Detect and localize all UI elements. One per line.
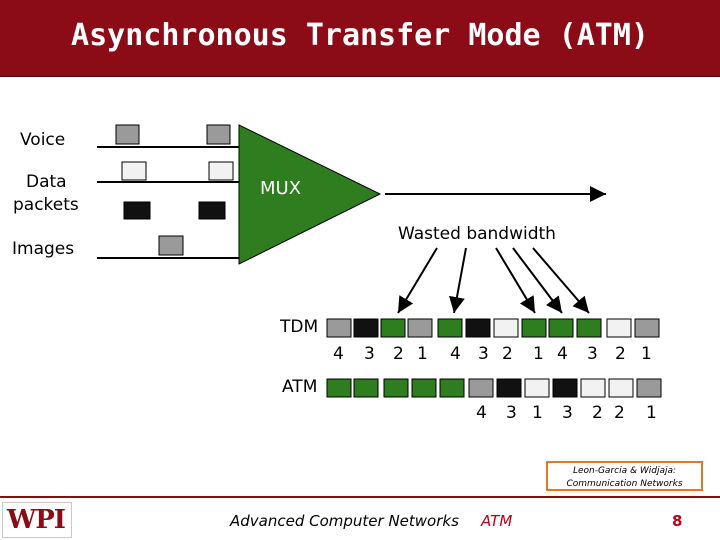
- tdm-cell-data: [606, 318, 632, 338]
- tdm-number: 4: [333, 344, 344, 364]
- atm-number: 1: [646, 403, 657, 423]
- wpi-logo: WPI: [2, 502, 72, 538]
- wasted-bandwidth-label: Wasted bandwidth: [398, 224, 556, 244]
- atm-cell-image: [496, 378, 522, 398]
- mux-label: MUX: [260, 178, 302, 199]
- tdm-number: 1: [641, 344, 652, 364]
- tdm-cell-empty: [521, 318, 547, 338]
- footer-course: Advanced Computer Networks: [230, 512, 459, 530]
- footer-divider: [0, 496, 720, 498]
- atm-label: ATM: [282, 377, 318, 397]
- atm-cell-empty: [326, 378, 352, 398]
- mux-triangle: [238, 124, 382, 265]
- wasted-arrow: [495, 247, 536, 314]
- tdm-number: 1: [533, 344, 544, 364]
- atm-cells: [326, 378, 662, 398]
- slide-title: Asynchronous Transfer Mode (ATM): [71, 18, 649, 53]
- citation-line2: Communication Networks: [566, 479, 683, 489]
- wpi-logo-text: WPI: [7, 505, 66, 535]
- wasted-arrow: [532, 247, 590, 314]
- page-number: 8: [672, 512, 683, 530]
- atm-cell-voice: [636, 378, 662, 398]
- data-cell-light: [208, 161, 234, 181]
- wasted-arrow: [397, 247, 438, 314]
- atm-cell-empty: [411, 378, 437, 398]
- image-cell: [158, 235, 184, 256]
- atm-number: 4: [476, 403, 487, 423]
- atm-number: 2: [614, 403, 625, 423]
- data-label-line1: Data: [26, 172, 67, 192]
- data-cell-dark: [123, 201, 151, 220]
- atm-cell-data: [524, 378, 550, 398]
- tdm-number: 2: [615, 344, 626, 364]
- tdm-cell-voice: [634, 318, 660, 338]
- atm-number: 3: [506, 403, 517, 423]
- tdm-cell-data: [493, 318, 519, 338]
- footer-topic: ATM: [481, 512, 513, 530]
- tdm-number: 3: [478, 344, 489, 364]
- atm-cell-empty: [439, 378, 465, 398]
- data-label-line2: packets: [13, 195, 79, 215]
- title-bar: [0, 0, 720, 77]
- wasted-arrow: [512, 247, 563, 314]
- voice-label: Voice: [20, 130, 66, 150]
- atm-cell-data: [608, 378, 634, 398]
- citation-line1: Leon-Garcia & Widjaja:: [572, 466, 677, 476]
- tdm-cell-empty: [437, 318, 463, 338]
- tdm-cell-voice: [326, 318, 352, 338]
- tdm-label: TDM: [280, 317, 319, 337]
- citation-box: Leon-Garcia & Widjaja: Communication Net…: [546, 461, 703, 491]
- data-cell-dark: [198, 201, 226, 220]
- tdm-number: 1: [417, 344, 428, 364]
- atm-cell-image: [552, 378, 578, 398]
- atm-number: 2: [592, 403, 603, 423]
- tdm-number: 2: [502, 344, 513, 364]
- tdm-cell-voice: [407, 318, 433, 338]
- data-cell-light: [121, 161, 147, 181]
- atm-cell-empty: [383, 378, 409, 398]
- voice-cell: [115, 124, 140, 145]
- tdm-cell-image: [465, 318, 491, 338]
- tdm-number: 4: [450, 344, 461, 364]
- images-label: Images: [12, 239, 75, 259]
- voice-cell: [206, 124, 231, 145]
- tdm-number: 3: [587, 344, 598, 364]
- tdm-cell-image: [353, 318, 379, 338]
- tdm-number: 4: [557, 344, 568, 364]
- tdm-number: 2: [393, 344, 404, 364]
- atm-number: 3: [562, 403, 573, 423]
- tdm-number: 3: [364, 344, 375, 364]
- tdm-cell-empty: [576, 318, 602, 338]
- tdm-cells: [326, 318, 660, 338]
- tdm-cell-empty: [380, 318, 406, 338]
- atm-cell-empty: [353, 378, 379, 398]
- tdm-cell-empty: [548, 318, 574, 338]
- atm-cell-voice: [468, 378, 494, 398]
- atm-cell-data: [580, 378, 606, 398]
- atm-number: 1: [532, 403, 543, 423]
- wasted-arrow: [449, 247, 467, 314]
